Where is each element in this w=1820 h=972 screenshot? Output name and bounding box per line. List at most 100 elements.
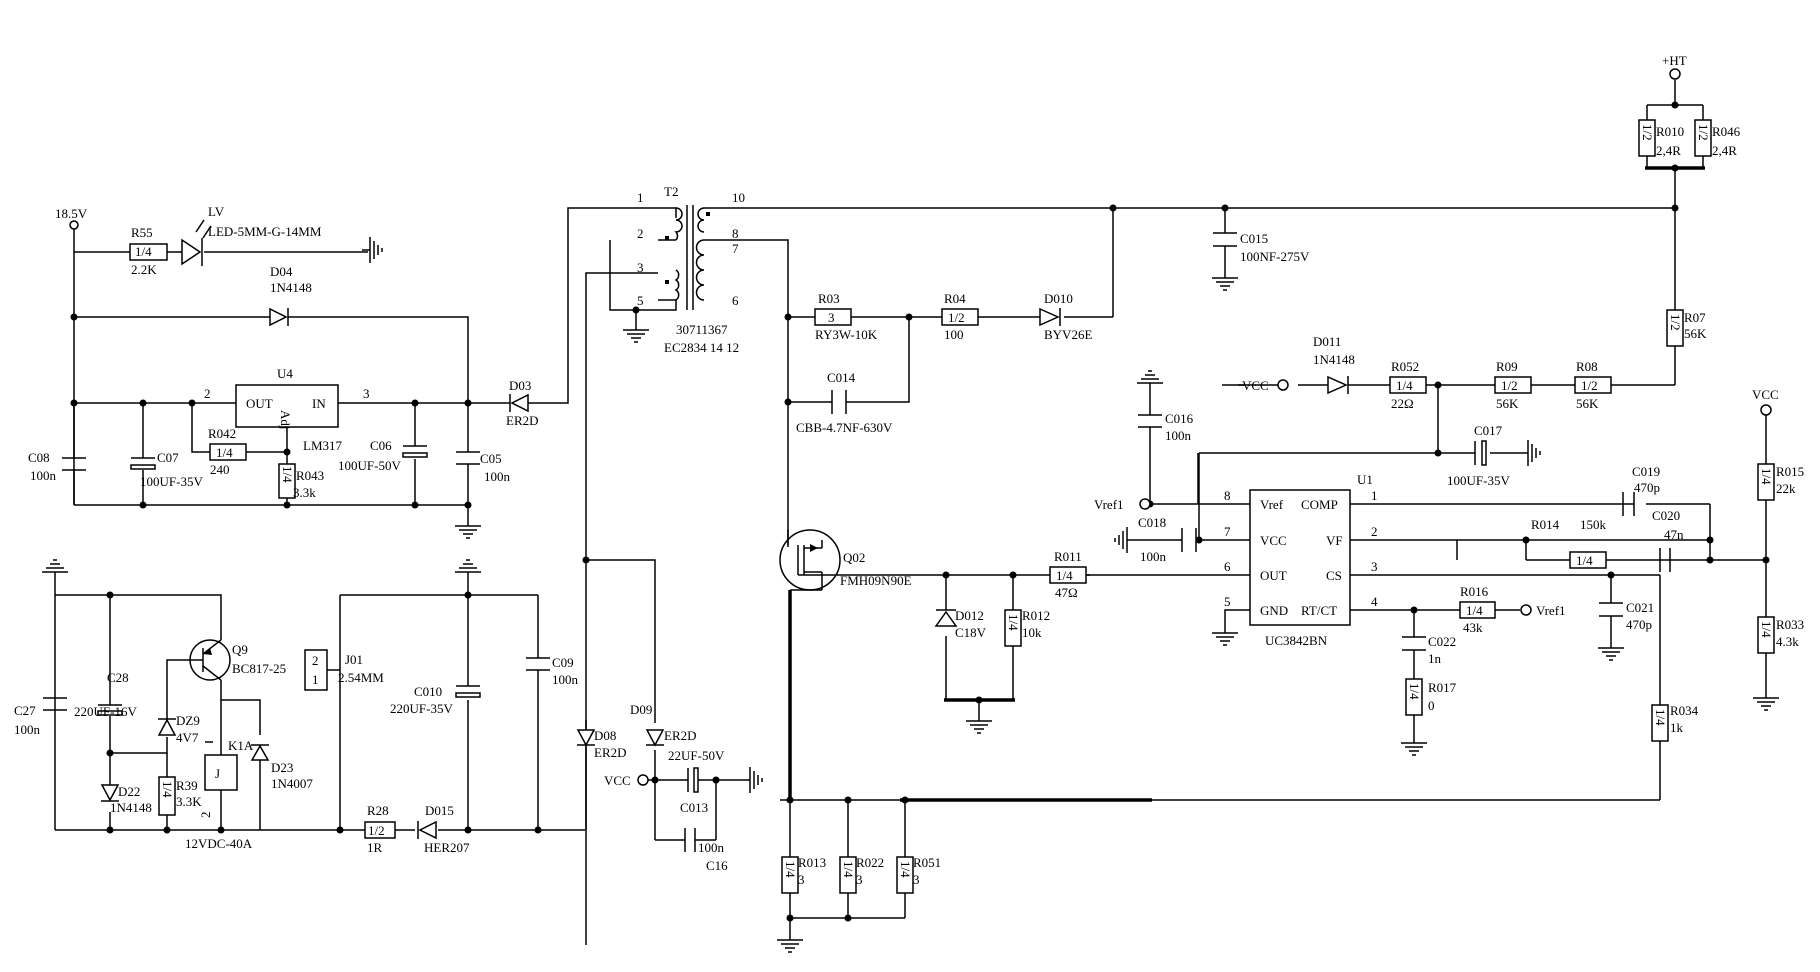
led-lv xyxy=(181,238,202,266)
svg-text:1/4: 1/4 xyxy=(1466,603,1483,618)
svg-text:1n: 1n xyxy=(1428,651,1442,666)
svg-text:VCC: VCC xyxy=(1752,387,1779,402)
svg-text:R010: R010 xyxy=(1656,124,1684,139)
svg-text:1/4: 1/4 xyxy=(898,861,913,878)
svg-text:1N4007: 1N4007 xyxy=(271,776,313,791)
ground-icon xyxy=(454,559,482,581)
svg-text:1/2: 1/2 xyxy=(948,310,965,325)
resistor-r08 xyxy=(1574,376,1612,394)
svg-text:R034: R034 xyxy=(1670,703,1699,718)
svg-text:OUT: OUT xyxy=(1260,568,1287,583)
svg-text:CS: CS xyxy=(1326,568,1342,583)
svg-text:UC3842BN: UC3842BN xyxy=(1265,633,1328,648)
svg-text:1/4: 1/4 xyxy=(1759,621,1774,638)
r043-rating: 1/4 xyxy=(280,466,295,483)
net-label-vref: Vref1 xyxy=(1094,497,1124,512)
svg-text:J: J xyxy=(215,766,220,781)
junctions xyxy=(70,101,1770,922)
u4-ref: U4 xyxy=(277,366,293,381)
svg-text:1k: 1k xyxy=(1670,720,1684,735)
connector-j01[interactable] xyxy=(304,649,328,691)
svg-text:C27: C27 xyxy=(14,703,36,718)
svg-text:100n: 100n xyxy=(1140,549,1167,564)
net-label-vcc: VCC xyxy=(1242,378,1269,393)
svg-text:1/4: 1/4 xyxy=(1006,614,1021,631)
svg-text:VCC: VCC xyxy=(604,773,631,788)
resistor-r55 xyxy=(129,243,168,261)
svg-text:R014: R014 xyxy=(1531,517,1560,532)
vcc-terminal xyxy=(1277,379,1289,391)
vref-terminal-2 xyxy=(1520,604,1532,616)
svg-text:C16: C16 xyxy=(706,858,728,873)
svg-text:RT/CT: RT/CT xyxy=(1301,603,1337,618)
c05-ref: C05 xyxy=(480,451,502,466)
svg-text:RY3W-10K: RY3W-10K xyxy=(815,327,878,342)
diode-d010 xyxy=(1039,307,1060,327)
svg-text:C019: C019 xyxy=(1632,464,1660,479)
svg-text:C014: C014 xyxy=(827,370,856,385)
svg-text:1/2: 1/2 xyxy=(1581,378,1598,393)
resistor-r034 xyxy=(1651,704,1669,742)
svg-text:Q9: Q9 xyxy=(232,642,248,657)
svg-text:Vref: Vref xyxy=(1260,497,1284,512)
svg-text:4V7: 4V7 xyxy=(176,730,199,745)
svg-text:2: 2 xyxy=(312,653,319,668)
r043-ref: R043 xyxy=(296,468,324,483)
svg-text:ER2D: ER2D xyxy=(594,745,627,760)
svg-text:R013: R013 xyxy=(798,855,826,870)
svg-text:R39: R39 xyxy=(176,778,198,793)
ground-icon xyxy=(1400,734,1428,756)
svg-text:R011: R011 xyxy=(1054,549,1082,564)
ground-icon xyxy=(1136,370,1164,392)
svg-text:R07: R07 xyxy=(1684,310,1706,325)
svg-text:R04: R04 xyxy=(944,291,966,306)
ground-icon xyxy=(741,766,763,794)
snubber-network: 3 R03 RY3W-10K 1/2 R04 100 D010 BYV26E C… xyxy=(796,53,1741,435)
c08-ref: C08 xyxy=(28,450,50,465)
wires xyxy=(54,80,1767,945)
ht-terminal xyxy=(1669,68,1681,80)
svg-text:220UF-16V: 220UF-16V xyxy=(74,704,137,719)
svg-text:1/4: 1/4 xyxy=(1407,683,1422,700)
diode-d22 xyxy=(100,784,120,802)
svg-text:12VDC-40A: 12VDC-40A xyxy=(185,836,253,851)
resistor-r010 xyxy=(1638,119,1656,157)
resistor-r046 xyxy=(1694,119,1712,157)
svg-text:1/2: 1/2 xyxy=(1640,124,1655,141)
svg-text:3.3K: 3.3K xyxy=(176,794,202,809)
svg-text:5: 5 xyxy=(1224,594,1231,609)
u4-in: IN xyxy=(312,396,326,411)
pwm-controller: U1 Vref COMP VCC VF OUT CS GND RT/CT 8 7… xyxy=(1094,387,1804,742)
svg-text:1: 1 xyxy=(1371,488,1378,503)
diode-d03 xyxy=(510,393,529,413)
r55-rating: 1/4 xyxy=(135,244,152,259)
svg-text:1N4148: 1N4148 xyxy=(110,800,152,815)
svg-text:R022: R022 xyxy=(856,855,884,870)
svg-text:5: 5 xyxy=(637,293,644,308)
svg-text:Vref1: Vref1 xyxy=(1536,603,1566,618)
resistor-r051 xyxy=(896,856,914,894)
svg-text:1R: 1R xyxy=(367,840,383,855)
svg-text:4: 4 xyxy=(1371,594,1378,609)
zener-dz9 xyxy=(157,718,177,736)
power-terminal-18v5 xyxy=(69,220,79,230)
resistor-r052 xyxy=(1389,376,1427,394)
svg-text:3: 3 xyxy=(856,872,863,887)
lm317-regulator: 18.5V 1/4 R55 2.2K LV LED-5MM-G-14MM D04… xyxy=(28,204,539,500)
svg-text:R015: R015 xyxy=(1776,464,1804,479)
ic-u1 xyxy=(1249,489,1351,626)
r042-ref: R042 xyxy=(208,426,236,441)
svg-text:2: 2 xyxy=(637,226,644,241)
ic-u4 xyxy=(235,384,339,428)
net-label-18v5: 18.5V xyxy=(55,206,88,221)
resistor-r033 xyxy=(1757,616,1775,654)
ground-icon xyxy=(454,517,482,539)
svg-text:56K: 56K xyxy=(1496,396,1519,411)
svg-text:47n: 47n xyxy=(1664,527,1684,542)
svg-text:HER207: HER207 xyxy=(424,840,470,855)
svg-text:BC817-25: BC817-25 xyxy=(232,661,286,676)
svg-text:10k: 10k xyxy=(1022,625,1042,640)
svg-text:C28: C28 xyxy=(107,670,129,685)
resistor-r043 xyxy=(278,463,296,499)
relay-driver: C27 100n C28 220UF-16V D22 1N4148 DZ9 4V… xyxy=(14,615,728,873)
